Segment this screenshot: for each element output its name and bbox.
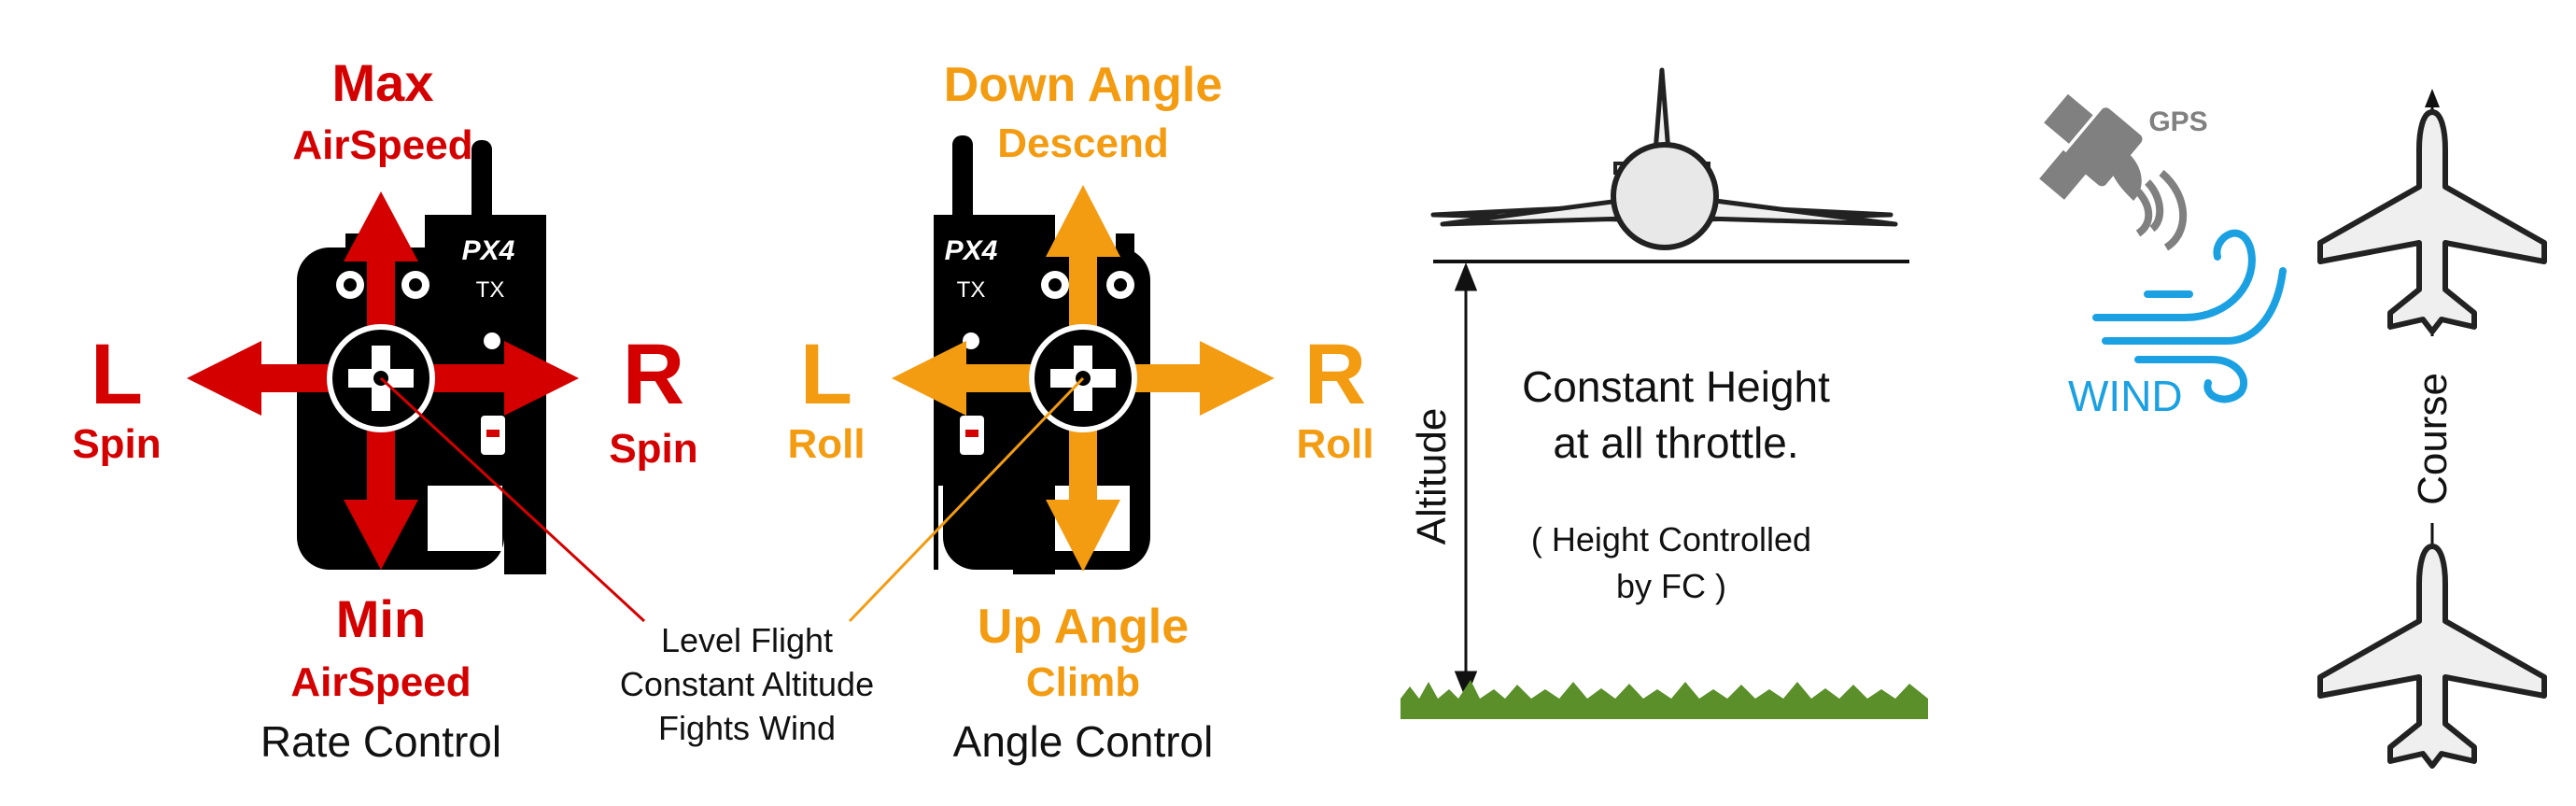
angle-left-word: Roll <box>787 421 865 467</box>
airplane-top-icon <box>2320 112 2544 332</box>
rate-tx-sub: TX <box>476 277 505 303</box>
angle-right-word: Roll <box>1296 421 1373 467</box>
rate-control-panel: PX4 TX Max AirSpeed L Spin R Spin Min Ai… <box>72 53 697 766</box>
course-arrow-icon <box>2425 89 2440 107</box>
angle-pointer-line <box>848 376 1085 623</box>
angle-left-letter: L <box>800 327 852 422</box>
wind-label: WIND <box>2068 372 2183 420</box>
altitude-arrow <box>1454 262 1478 700</box>
rate-right-word: Spin <box>609 426 697 472</box>
angle-arrow-up-icon <box>1046 185 1120 336</box>
altitude-note-line2: by FC ) <box>1616 567 1726 605</box>
gps-label: GPS <box>2148 106 2207 137</box>
rate-tx-brand: PX4 <box>462 235 515 266</box>
angle-top-sublabel: Descend <box>997 120 1168 166</box>
center-note-line3: Fights Wind <box>658 709 836 747</box>
rate-top-sublabel: AirSpeed <box>292 122 472 168</box>
airplane-front-icon <box>1430 67 1898 250</box>
angle-arrow-down-icon <box>1046 425 1120 572</box>
rate-stick-arrows <box>187 191 579 570</box>
rate-arrow-up-icon <box>344 191 418 336</box>
angle-right-letter: R <box>1304 327 1366 422</box>
rate-top-label: Max <box>332 53 434 112</box>
rate-arrow-down-icon <box>344 425 418 570</box>
rate-caption: Rate Control <box>260 717 501 766</box>
angle-caption: Angle Control <box>953 717 1214 766</box>
altitude-title-line1: Constant Height <box>1522 362 1830 411</box>
angle-bottom-label: Up Angle <box>978 600 1189 654</box>
altitude-note-line1: ( Height Controlled <box>1531 520 1811 559</box>
center-note-line1: Level Flight <box>661 621 833 659</box>
rate-arrow-right-icon <box>425 341 579 416</box>
grass-ground <box>1401 680 1928 719</box>
center-note: Level Flight Constant Altitude Fights Wi… <box>379 376 1085 747</box>
airplane-bottom-icon <box>2320 546 2544 766</box>
course-panel: GPS WIND Course <box>2039 89 2544 766</box>
center-note-line2: Constant Altitude <box>620 665 874 703</box>
course-label: Course <box>2410 373 2456 505</box>
angle-arrow-left-icon <box>892 341 1036 416</box>
altitude-axis-label: Altitude <box>1409 408 1455 545</box>
angle-top-label: Down Angle <box>944 58 1223 112</box>
rate-pointer-line <box>379 376 646 623</box>
angle-control-panel: PX4 TX Down Angle Descend L Roll R Roll … <box>787 58 1373 766</box>
angle-arrow-right-icon <box>1130 341 1274 416</box>
rate-bottom-label: Min <box>336 589 426 648</box>
angle-bottom-sublabel: Climb <box>1026 659 1140 705</box>
rate-left-word: Spin <box>72 421 161 467</box>
rate-left-letter: L <box>91 327 143 422</box>
altitude-title-line2: at all throttle. <box>1553 418 1798 467</box>
angle-tx-sub: TX <box>957 277 986 303</box>
rate-bottom-sublabel: AirSpeed <box>290 659 471 705</box>
altitude-panel: Altitude Constant Height at all throttle… <box>1401 67 1928 719</box>
satellite-icon <box>2039 93 2188 251</box>
rate-right-letter: R <box>623 327 684 422</box>
angle-tx-brand: PX4 <box>945 235 998 266</box>
wind-icon <box>2092 229 2287 403</box>
rate-arrow-left-icon <box>187 341 336 416</box>
angle-stick-arrows <box>892 185 1274 572</box>
